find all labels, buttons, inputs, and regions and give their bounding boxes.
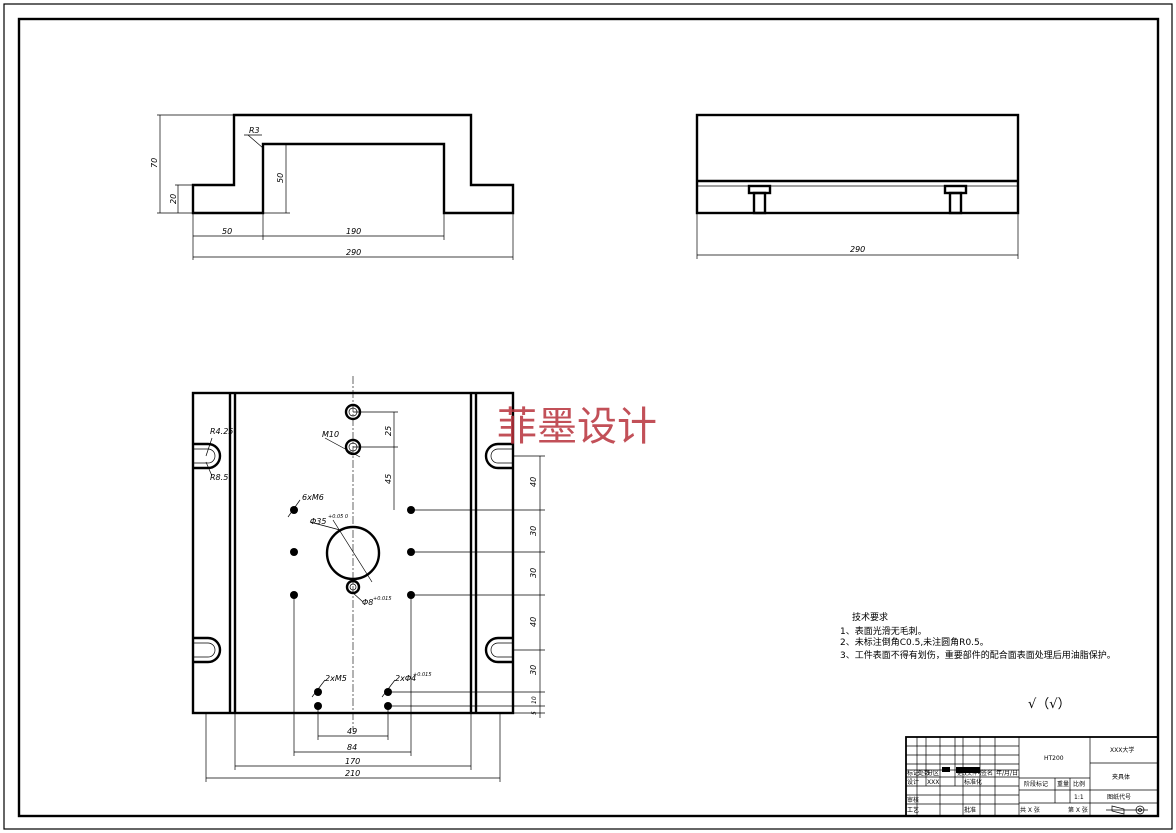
dim-radius-r3: R3 (249, 126, 260, 135)
title-scale-label: 比例 (1073, 780, 1085, 788)
dim-radius-r85: R8.5 (210, 473, 228, 482)
dim-v25: 25 (384, 426, 393, 436)
dim-thread-2xm5: 2xM5 (325, 674, 347, 683)
tech-req-item-1: 1、表面光滑无毛刺。 (840, 625, 927, 637)
dim-thread-m10: M10 (322, 430, 339, 439)
dim-bore-tolerance: +0.05 0 (328, 514, 348, 520)
dim-v40-upper: 40 (529, 477, 538, 487)
dim-height-70: 70 (150, 158, 159, 168)
dim-h210: 210 (345, 769, 360, 778)
title-sheet-number: 第 X 张 (1068, 806, 1088, 814)
dim-pin-2x: 2xΦ4 (395, 674, 416, 683)
dim-v30-c: 30 (529, 665, 538, 675)
title-row-count: 处数 (918, 769, 930, 777)
title-design-label: 设计 (907, 778, 919, 786)
dim-pin: Φ8 (362, 598, 373, 607)
title-row-signature: 签名 (981, 769, 993, 777)
side-view: 290 (695, 113, 1020, 259)
dim-radius-r425: R4.25 (210, 427, 233, 436)
dim-h170: 170 (345, 757, 360, 766)
tech-req-item-3: 3、工件表面不得有划伤，重要部件的配合面表面处理后用油脂保护。 (840, 649, 1116, 661)
title-material: HT200 (1044, 755, 1064, 762)
title-row-date: 年/月/日 (996, 769, 1018, 777)
title-standard-label: 标准化 (964, 778, 982, 786)
roughness-symbol: √（√） (1028, 697, 1071, 712)
dim-v10: 10 (531, 696, 538, 704)
title-weight-label: 重量 (1057, 780, 1069, 788)
sheet-border (3, 3, 1173, 830)
title-sheet-total: 共 X 张 (1020, 806, 1040, 814)
dim-v30-a: 30 (529, 526, 538, 536)
title-part-name: 夹具体 (1112, 773, 1130, 781)
dim-side-width-290: 290 (850, 245, 865, 254)
title-row-mark: 标记 (907, 769, 919, 777)
dim-bore: Φ35 (310, 517, 326, 526)
technical-requirements: 技术要求 1、表面光滑无毛刺。 2、未标注倒角C0.5,未注圆角R0.5。 3、… (840, 611, 1116, 661)
dim-pin-tolerance: +0.015 (373, 596, 392, 602)
dim-height-20: 20 (169, 194, 178, 204)
tech-req-item-2: 2、未标注倒角C0.5,未注圆角R0.5。 (840, 636, 989, 648)
dim-v40-lower: 40 (529, 617, 538, 627)
title-drawing-number: 图纸代号 (1107, 793, 1131, 801)
dim-width-290: 290 (346, 248, 361, 257)
watermark: 菲墨设计 (497, 404, 657, 450)
dim-v30-b: 30 (529, 568, 538, 578)
title-row-change-file: 更改文件号 (957, 770, 982, 777)
title-process-label: 工艺 (907, 806, 919, 814)
title-design-name: XXX (927, 779, 939, 786)
dim-holes-6xm6: 6xM6 (302, 493, 324, 502)
front-view: 70 20 50 R3 50 190 290 (150, 113, 515, 260)
dim-v5: 5 (531, 711, 538, 715)
dim-width-50: 50 (222, 227, 232, 236)
dim-v45: 45 (384, 474, 393, 484)
title-stage-label: 阶段标记 (1024, 780, 1048, 788)
title-school: XXX大学 (1110, 746, 1134, 754)
top-view: R4.25 R8.5 M10 25 45 6xM6 Φ35 +0.05 0 Φ8… (191, 376, 545, 782)
dim-pin-2x-tolerance: +0.015 (413, 672, 432, 678)
dim-h84: 84 (347, 743, 357, 752)
dim-h49: 49 (347, 727, 357, 736)
title-scale: 1:1 (1074, 794, 1084, 801)
tech-req-title: 技术要求 (852, 611, 888, 623)
title-block: 标记 处数 分区 更改文件号 签名 年/月/日 设计 XXX 标准化 审核 工艺… (905, 736, 1159, 817)
projection-symbol (1106, 805, 1148, 815)
dim-height-50: 50 (276, 173, 285, 183)
dim-width-190: 190 (346, 227, 361, 236)
title-check-label: 审核 (907, 796, 919, 804)
title-approve-label: 批准 (964, 806, 976, 814)
title-row-zone: 分区 (927, 769, 939, 777)
